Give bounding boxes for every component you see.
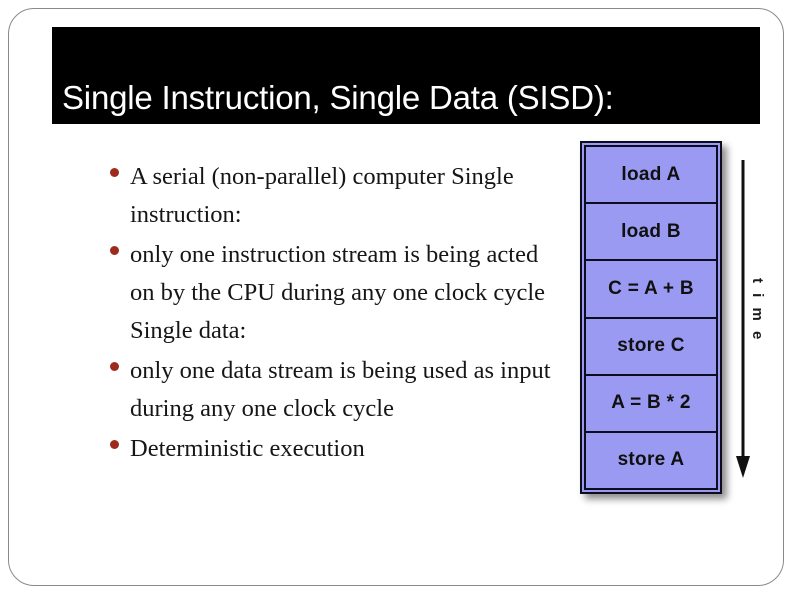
list-item-label: only one instruction stream is being act… [130,241,546,344]
instruction-box: C = A + B [584,259,718,319]
bullet-dot-icon [110,362,119,371]
slide-title-bar: Single Instruction, Single Data (SISD): [52,27,760,124]
bullet-dot-icon [110,440,119,449]
list-item-label: A serial (non-parallel) computer Single … [130,163,514,228]
list-item: A serial (non-parallel) computer Single … [108,158,568,234]
bullet-list: A serial (non-parallel) computer Single … [108,158,568,470]
bullet-dot-icon [110,168,119,177]
instruction-box: load B [584,202,718,262]
list-item: only one data stream is being used as in… [108,352,568,428]
list-item: only one instruction stream is being act… [108,236,568,350]
bullet-dot-icon [110,246,119,255]
instruction-box: A = B * 2 [584,373,718,433]
instruction-box: store C [584,316,718,376]
list-item: Deterministic execution [108,430,568,468]
time-axis: t i m e [728,160,768,480]
time-axis-label: t i m e [749,278,766,343]
list-item-label: only one data stream is being used as in… [130,357,551,422]
instruction-box: load A [584,145,718,205]
instruction-stream-diagram: load A load B C = A + B store C A = B * … [580,141,722,494]
list-item-label: Deterministic execution [130,435,365,462]
down-arrow-icon [736,160,750,478]
instruction-box: store A [584,430,718,491]
page-title: Single Instruction, Single Data (SISD): [62,79,614,117]
